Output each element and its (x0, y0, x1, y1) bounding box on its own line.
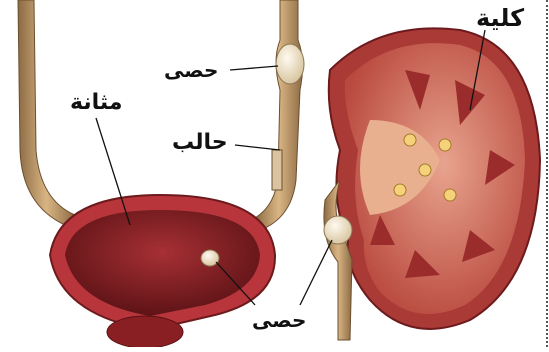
right-ureter (255, 0, 303, 228)
left-ureter (18, 0, 75, 225)
stone-bottom-leader-2 (300, 240, 332, 305)
ureter-label: حالب (172, 132, 228, 154)
bladder-stone (201, 250, 219, 266)
stone-label-bottom: حصى (252, 310, 306, 330)
bladder-label: مثانة (70, 92, 122, 114)
ureter-stone (276, 44, 304, 84)
kidney-label: كلية (476, 6, 524, 30)
ureter-leader (235, 145, 280, 150)
dotted-border (546, 0, 548, 347)
stone-top-leader (230, 66, 278, 70)
bladder (50, 195, 275, 347)
kidney-stone (324, 216, 352, 244)
stone-label-top: حصى (164, 60, 218, 80)
kidney (324, 28, 540, 340)
